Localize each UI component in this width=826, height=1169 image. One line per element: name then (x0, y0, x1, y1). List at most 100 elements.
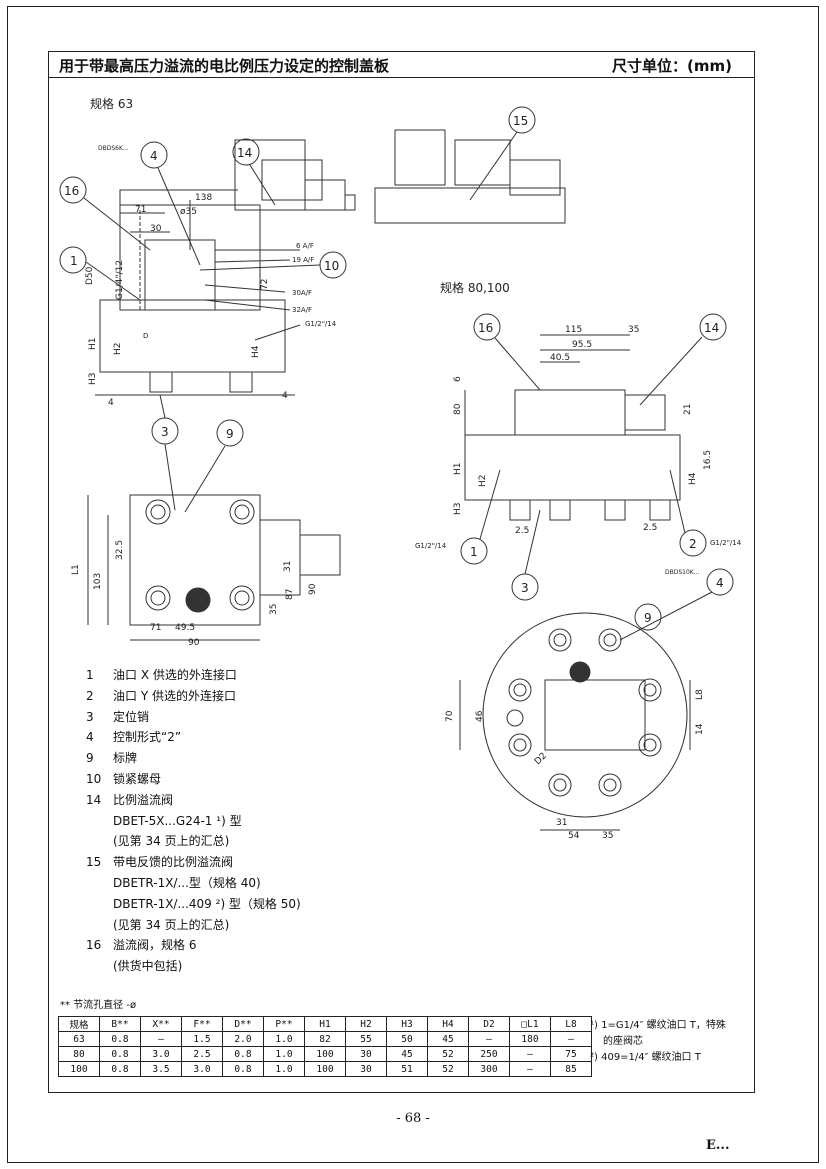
legend-number: 3 (86, 709, 94, 724)
table-note: ** 节流孔直径 -ø (60, 1000, 137, 1011)
svg-text:H4: H4 (251, 345, 261, 358)
table-cell: 1.0 (263, 1031, 305, 1047)
table-cell: 0.8 (99, 1061, 141, 1077)
svg-text:H4: H4 (688, 472, 698, 485)
callouts-80: 16 14 1 2 3 4 9 (460, 313, 734, 641)
svg-text:1: 1 (70, 254, 78, 268)
svg-text:DBDS10K...: DBDS10K... (665, 569, 700, 576)
table-cell: H2 (345, 1016, 387, 1032)
svg-text:30A/F: 30A/F (292, 289, 312, 297)
page-title: 用于带最高压力溢流的电比例压力设定的控制盖板 (59, 57, 390, 75)
page-frame (7, 6, 819, 1163)
svg-text:54: 54 (568, 831, 580, 841)
legend-number: 16 (86, 938, 102, 953)
svg-text:16: 16 (478, 321, 493, 335)
table-cell: D2 (468, 1016, 510, 1032)
svg-text:D50: D50 (85, 266, 95, 285)
legend-item: 15 带电反馈的比例溢流阀 (86, 852, 301, 873)
svg-text:6 A/F: 6 A/F (296, 242, 314, 250)
svg-text:9: 9 (644, 611, 652, 625)
svg-text:35: 35 (628, 325, 639, 335)
svg-text:3: 3 (521, 581, 529, 595)
table-cell: 0.8 (99, 1031, 141, 1047)
table-cell: 50 (386, 1031, 428, 1047)
size15-valve-view (374, 129, 566, 224)
legend-text: 溢流阀，规格 6 (113, 938, 197, 953)
table-cell: 52 (427, 1046, 469, 1062)
legend-number: 2 (86, 688, 94, 703)
svg-text:D2: D2 (533, 751, 549, 767)
legend-text: 锁紧螺母 (113, 771, 162, 786)
legend-item: DBETR-1X/...型（规格 40) (86, 873, 301, 894)
svg-text:4: 4 (282, 391, 288, 401)
footnote-2: ²) 409=1/4″ 螺纹油口 T (590, 1052, 701, 1063)
table-cell: 2.0 (222, 1031, 264, 1047)
svg-text:90: 90 (308, 583, 318, 595)
svg-text:14: 14 (695, 723, 705, 735)
continued-mark: E... (706, 1138, 730, 1153)
table-cell: 3.0 (181, 1061, 223, 1077)
table-cell: — (550, 1031, 592, 1047)
table-cell: 82 (304, 1031, 346, 1047)
svg-text:ø35: ø35 (180, 207, 197, 217)
legend-item: (见第 34 页上的汇总) (86, 915, 301, 936)
legend-text: 带电反馈的比例溢流阀 (113, 855, 234, 870)
table-cell: □L1 (509, 1016, 551, 1032)
legend-item: DBETR-1X/...409 ²) 型（规格 50) (86, 894, 301, 915)
legend-number (86, 956, 113, 977)
table-cell: 55 (345, 1031, 387, 1047)
table-cell: 0.8 (222, 1061, 264, 1077)
svg-text:G1/2"/14: G1/2"/14 (415, 542, 447, 550)
table-cell: 100 (304, 1046, 346, 1062)
legend-number (86, 873, 113, 894)
legend-text: 标牌 (113, 751, 138, 766)
footnote-1-cont: 的座阀芯 (603, 1036, 643, 1047)
table-cell: 63 (58, 1031, 100, 1047)
legend-item: (见第 34 页上的汇总) (86, 831, 301, 852)
table-cell: 45 (427, 1031, 469, 1047)
table-cell: 0.8 (99, 1046, 141, 1062)
svg-text:4: 4 (716, 576, 724, 590)
svg-text:35: 35 (602, 831, 613, 841)
table-cell: 1.5 (181, 1031, 223, 1047)
svg-text:DBDS6K...: DBDS6K... (98, 145, 129, 152)
svg-text:2.5: 2.5 (643, 523, 657, 533)
svg-text:138: 138 (195, 193, 212, 203)
table-cell: D** (222, 1016, 264, 1032)
legend-text: 比例溢流阀 (113, 792, 174, 807)
svg-text:H1: H1 (453, 463, 463, 476)
svg-text:L8: L8 (695, 689, 705, 700)
svg-text:10: 10 (324, 259, 339, 273)
legend-number: 4 (86, 730, 94, 745)
svg-text:31: 31 (283, 561, 293, 572)
table-cell: 30 (345, 1046, 387, 1062)
svg-text:6: 6 (453, 376, 463, 382)
svg-text:40.5: 40.5 (550, 353, 570, 363)
svg-text:H1: H1 (88, 338, 98, 351)
table-cell: H3 (386, 1016, 428, 1032)
legend-number: 15 (86, 855, 102, 870)
table-cell: 1.0 (263, 1046, 305, 1062)
svg-text:32.5: 32.5 (115, 540, 125, 560)
table-cell: 30 (345, 1061, 387, 1077)
svg-text:4: 4 (108, 398, 114, 408)
svg-text:95.5: 95.5 (572, 340, 592, 350)
legend-number (86, 894, 113, 915)
table-cell: 51 (386, 1061, 428, 1077)
svg-text:G1/2"/14: G1/2"/14 (305, 320, 337, 328)
table-cell: X** (140, 1016, 182, 1032)
svg-text:19 A/F: 19 A/F (292, 256, 314, 264)
legend-item: (供货中包括) (86, 956, 301, 977)
legend-text: DBETR-1X/...型（规格 40) (113, 875, 261, 890)
svg-text:H2: H2 (113, 343, 123, 356)
page-number: - 68 - (396, 1111, 430, 1126)
svg-text:G1/2"/14: G1/2"/14 (710, 539, 742, 547)
svg-text:G1/4"/12: G1/4"/12 (115, 260, 125, 300)
